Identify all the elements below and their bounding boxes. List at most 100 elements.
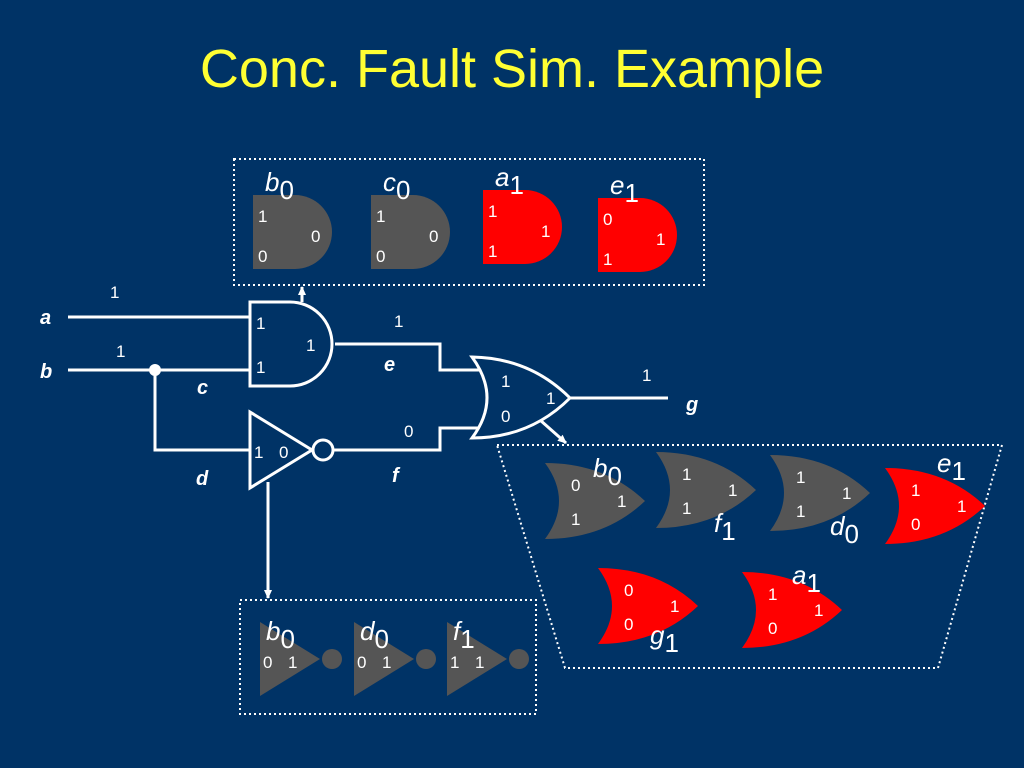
fault-signal: b	[593, 453, 607, 483]
fault-in2-value: 1	[571, 510, 580, 529]
fault-label: d0	[360, 616, 389, 654]
fault-stuck-value: 0	[396, 175, 410, 205]
fault-in1-value: 0	[624, 581, 633, 600]
fault-stuck-value: 1	[460, 624, 474, 654]
wire-label-d: d	[196, 468, 209, 490]
fault-in2-value: 0	[376, 247, 385, 266]
and-gate-in2-value: 1	[256, 358, 265, 377]
wire-f	[333, 426, 490, 452]
fault-out-value: 1	[670, 597, 679, 616]
or-fault-gate-body	[545, 463, 645, 539]
fault-in1-value: 1	[911, 481, 920, 500]
not-gate-out-value: 0	[279, 443, 288, 462]
fault-in2-value: 0	[624, 615, 633, 634]
and-gate-in1-value: 1	[256, 314, 265, 333]
fault-label: g1	[650, 620, 679, 658]
fault-label: a1	[792, 560, 821, 598]
fault-stuck-value: 1	[509, 170, 523, 200]
fault-label: d0	[830, 511, 859, 549]
fault-out-value: 1	[728, 481, 737, 500]
fault-stuck-value: 1	[951, 456, 965, 486]
fault-in1-value: 1	[768, 585, 777, 604]
or-gate	[469, 355, 573, 440]
fault-signal: f	[714, 508, 724, 538]
fault-out-value: 1	[957, 497, 966, 516]
and-fault-gate-body	[483, 190, 562, 264]
fault-out-value: 1	[656, 230, 665, 249]
fault-in1-value: 1	[682, 465, 691, 484]
wire-value-g: 1	[642, 366, 651, 385]
fault-stuck-value: 1	[806, 568, 820, 598]
slide-title: Conc. Fault Sim. Example	[199, 39, 825, 99]
fault-in1-value: 0	[603, 210, 612, 229]
and-fault-list-box	[233, 158, 705, 286]
wire-label-a: a	[40, 307, 51, 329]
fault-signal: e	[610, 170, 624, 200]
or-fault-gate-body	[598, 568, 698, 644]
and-fault-gate: 0 1 1 e1	[598, 170, 677, 272]
fault-in2-value: 1	[603, 250, 612, 269]
fault-in-value: 0	[263, 653, 272, 672]
fault-label: b0	[265, 167, 294, 205]
and-fault-gate-body	[598, 198, 677, 272]
fault-stuck-value: 0	[279, 175, 293, 205]
fault-signal: a	[792, 560, 806, 590]
fault-out-value: 0	[429, 227, 438, 246]
fault-out-value: 1	[541, 222, 550, 241]
wire-e	[335, 342, 490, 372]
wire-label-c: c	[197, 377, 208, 399]
fault-in2-value: 1	[488, 242, 497, 261]
fault-stuck-value: 0	[607, 461, 621, 491]
fault-signal: c	[383, 167, 396, 197]
fault-label: e1	[937, 448, 966, 486]
fault-out-value: 1	[617, 492, 626, 511]
not-fault-gate-body	[447, 622, 507, 696]
fault-stuck-value: 1	[721, 516, 735, 546]
or-gate-in2-value: 0	[501, 407, 510, 426]
fault-label: c0	[383, 167, 410, 205]
wire-value-f: 0	[404, 422, 413, 441]
fault-out-value: 1	[842, 484, 851, 503]
and-fault-gate-body	[371, 195, 450, 269]
not-gate-bubble	[311, 438, 335, 462]
fault-in1-value: 1	[258, 207, 267, 226]
fault-label: e1	[610, 170, 639, 208]
fault-out-value: 1	[475, 653, 484, 672]
fault-label: f1	[453, 616, 475, 654]
fault-out-value: 1	[814, 601, 823, 620]
and-fault-gate-body	[253, 195, 332, 269]
fault-signal: b	[265, 167, 279, 197]
fault-in1-value: 1	[796, 468, 805, 487]
wire-label-b: b	[40, 361, 52, 383]
fault-in1-value: 1	[376, 207, 385, 226]
fault-signal: a	[495, 162, 509, 192]
fault-label: a1	[495, 162, 524, 200]
fault-in-value: 1	[450, 653, 459, 672]
or-fault-arrow	[539, 418, 567, 445]
fault-signal: e	[937, 448, 951, 478]
wire-label-e: e	[384, 354, 395, 376]
or-gate-out-value: 1	[546, 389, 555, 408]
fault-signal: b	[266, 616, 280, 646]
or-fault-gate-body	[770, 455, 870, 531]
fault-in2-value: 0	[258, 247, 267, 266]
fault-in1-value: 1	[488, 202, 497, 221]
fault-stuck-value: 0	[280, 624, 294, 654]
fault-in2-value: 1	[682, 499, 691, 518]
wire-value-b: 1	[116, 342, 125, 361]
fault-stuck-value: 1	[664, 628, 678, 658]
fault-in-value: 0	[357, 653, 366, 672]
fanout-junction	[149, 364, 161, 376]
fault-in2-value: 1	[796, 502, 805, 521]
wire-value-a: 1	[110, 283, 119, 302]
fault-stuck-value: 0	[844, 519, 858, 549]
fault-signal: d	[830, 511, 846, 541]
